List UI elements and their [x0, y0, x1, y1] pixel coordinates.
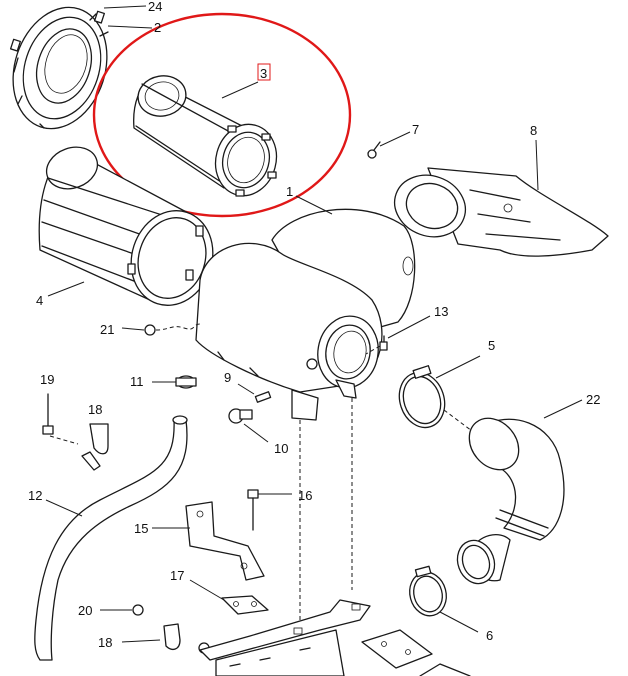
part-1-air-cleaner-body[interactable]	[195, 208, 416, 421]
part-5-hose-clamp[interactable]	[392, 365, 451, 434]
part-7-bolt[interactable]	[367, 141, 381, 159]
part-21-nut[interactable]	[144, 323, 201, 336]
leader-9	[237, 383, 255, 395]
callout-12: 12	[28, 488, 42, 503]
callout-18-lower: 18	[98, 635, 112, 650]
callout-16: 16	[298, 488, 312, 503]
part-15-bracket[interactable]	[185, 501, 265, 581]
callout-2: 2	[154, 20, 161, 35]
leader-2	[107, 25, 153, 29]
callout-17: 17	[170, 568, 184, 583]
part-17-plate[interactable]	[221, 595, 269, 615]
leader-10	[243, 423, 269, 443]
leader-5	[435, 355, 481, 379]
leader-4	[47, 281, 85, 297]
leader-12	[45, 499, 83, 517]
leader-3	[221, 81, 259, 99]
part-18-clip-upper[interactable]	[81, 423, 109, 471]
callout-24: 24	[148, 0, 162, 14]
callout-18-upper: 18	[88, 402, 102, 417]
leader-13	[387, 315, 431, 339]
callout-21: 21	[100, 322, 114, 337]
part-16-bolt[interactable]	[247, 489, 259, 531]
callout-15: 15	[134, 521, 148, 536]
callout-4: 4	[36, 293, 43, 308]
part-2-end-cover[interactable]	[0, 0, 122, 141]
leader-21	[121, 327, 145, 331]
part-6-hose-clamp[interactable]	[405, 565, 451, 620]
mounting-frame	[199, 398, 471, 676]
part-9-fitting[interactable]	[254, 391, 272, 403]
callout-5: 5	[488, 338, 495, 353]
part-12-hose[interactable]	[34, 415, 188, 661]
callout-7: 7	[412, 122, 419, 137]
callout-11: 11	[130, 374, 144, 389]
leader-8	[535, 139, 539, 191]
callout-20: 20	[78, 603, 92, 618]
callout-1: 1	[286, 184, 293, 199]
callout-3: 3	[260, 66, 267, 81]
part-19-bolt[interactable]	[42, 393, 79, 445]
part-20-nut[interactable]	[132, 604, 144, 616]
callout-6: 6	[486, 628, 493, 643]
leader-7	[379, 131, 411, 147]
callout-19: 19	[40, 372, 54, 387]
part-3-filter-element[interactable]	[133, 72, 285, 202]
part-18-clip-lower[interactable]	[163, 623, 210, 654]
callout-13: 13	[434, 304, 448, 319]
highlight-ellipse	[92, 12, 352, 218]
callout-10: 10	[274, 441, 288, 456]
leader-22	[543, 399, 583, 419]
leader-18-lower	[121, 639, 161, 643]
callout-3-highlight-box	[257, 63, 271, 81]
part-10-restriction-indicator[interactable]	[228, 408, 253, 424]
part-11-clamp[interactable]	[175, 375, 197, 389]
callout-22: 22	[586, 392, 600, 407]
part-4-housing-section[interactable]	[38, 140, 225, 316]
part-22-elbow-hose[interactable]	[452, 408, 565, 588]
leader-24	[103, 5, 147, 9]
callout-9: 9	[224, 370, 231, 385]
part-8-inlet-duct[interactable]	[386, 165, 609, 257]
leader-6	[439, 611, 479, 633]
leader-17	[189, 579, 225, 601]
callout-8: 8	[530, 123, 537, 138]
leader-1	[295, 195, 333, 215]
part-13-bolt[interactable]	[365, 335, 388, 355]
